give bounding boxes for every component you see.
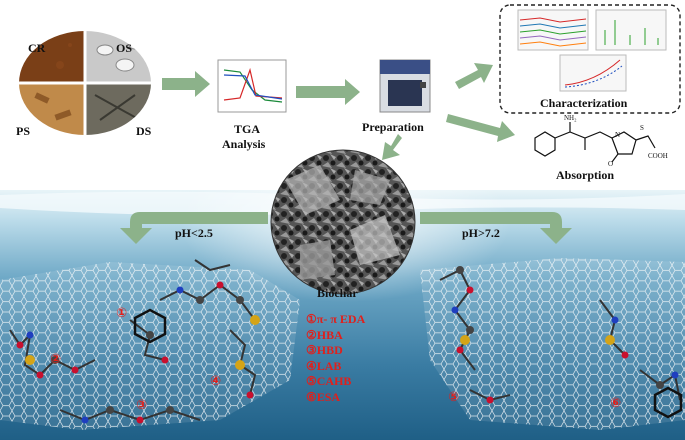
s-label: S <box>640 124 644 132</box>
atoms-left <box>16 281 260 424</box>
tga-label-line1: TGA <box>234 122 261 136</box>
preparation-label: Preparation <box>362 120 424 134</box>
graphene-sheet-right <box>420 258 685 430</box>
atoms-right <box>451 266 683 419</box>
arrow-feedstock-to-tga <box>162 71 210 97</box>
mechanism-marker-4: ④ <box>210 374 222 389</box>
absorbate-structure <box>534 122 656 163</box>
mechanism-item: ⑤CAHB <box>306 374 352 388</box>
mechanism-item: ③HBD <box>306 343 343 357</box>
biochar-label: Biochar <box>317 286 358 300</box>
flow-arrows <box>120 63 572 244</box>
characterization-box <box>499 4 681 114</box>
arrow-tga-to-prep <box>296 79 360 105</box>
arrow-prep-to-characterization <box>455 63 493 89</box>
feedstock-label-cr: CR <box>28 41 46 55</box>
mechanism-marker-1: ① <box>116 306 128 321</box>
graphene-sheet-left <box>0 262 300 430</box>
arrow-prep-to-absorption <box>446 114 515 142</box>
mechanism-item: ①π- π EDA <box>306 312 366 326</box>
mechanism-marker-6: ⑥ <box>610 396 622 411</box>
mechanism-list: ①π- π EDA ②HBA ③HBD ④LAB ⑤CAHB ⑥ESA <box>306 312 365 405</box>
characterization-label: Characterization <box>540 96 628 110</box>
ph-right-label: pH>7.2 <box>462 226 500 240</box>
mechanism-item: ④LAB <box>306 358 342 373</box>
arrow-ph-right <box>420 212 572 244</box>
furnace-icon <box>379 59 431 113</box>
mechanism-marker-5: ⑤ <box>448 390 460 405</box>
nh2-label: NH₂ <box>564 114 577 122</box>
n-label: N <box>615 131 620 139</box>
o-label: O <box>608 160 613 168</box>
arrow-ph-left <box>120 212 268 244</box>
biochar-sem-image <box>271 150 415 294</box>
mechanism-marker-2: ② <box>50 352 62 367</box>
feedstock-label-ds: DS <box>136 124 152 138</box>
mechanism-item: ②HBA <box>306 327 343 342</box>
arrow-prep-to-biochar <box>382 134 402 160</box>
absorption-label: Absorption <box>556 168 615 182</box>
tga-label-line2: Analysis <box>222 137 266 151</box>
feedstock-label-os: OS <box>116 41 133 55</box>
ph-left-label: pH<2.5 <box>175 226 213 240</box>
cooh-label: COOH <box>648 152 668 160</box>
mechanism-marker-3: ③ <box>136 398 148 413</box>
tga-chart-thumbnail <box>217 59 287 113</box>
feedstock-label-ps: PS <box>16 124 31 138</box>
mechanism-item: ⑥ESA <box>306 389 341 404</box>
